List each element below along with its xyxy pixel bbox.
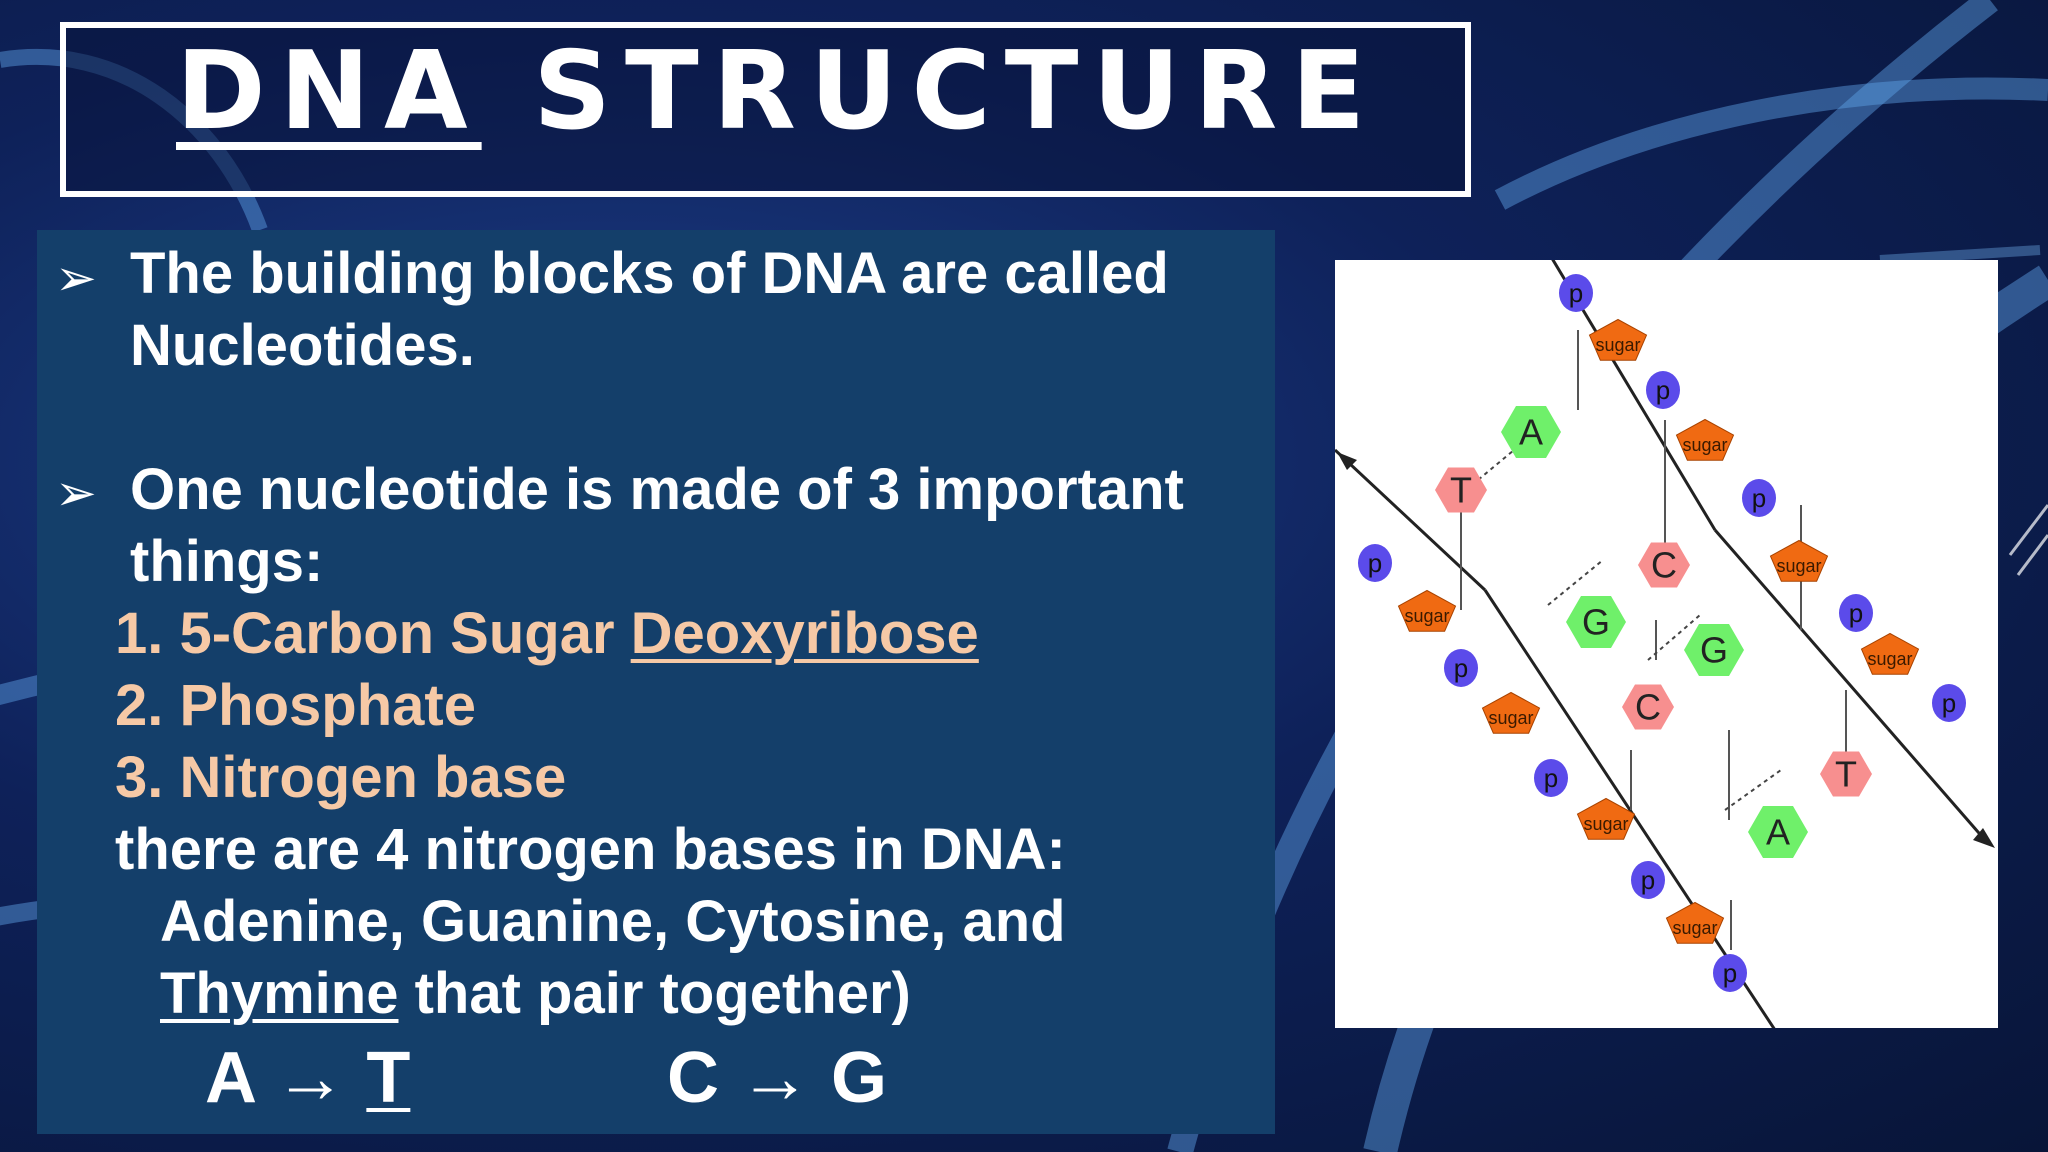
sugar-node [1665, 901, 1725, 944]
content-panel [37, 230, 1275, 1134]
phosphate-node [1534, 759, 1568, 797]
nitrogen-base-label: G [1700, 630, 1728, 671]
bullet-1-line-2: Nucleotides. [130, 313, 475, 378]
dna-diagram-svg: ppppppppppsugarsugarsugarsugarsugarsugar… [1335, 260, 1995, 1028]
nitrogen-base-label: C [1651, 545, 1677, 586]
phosphate-node [1631, 861, 1665, 899]
phosphate-node [1742, 479, 1776, 517]
arrowhead-icon [1337, 452, 1357, 470]
phosphate-label: p [1723, 958, 1737, 988]
phosphate-label: p [1454, 653, 1468, 683]
sugar-node [1860, 632, 1920, 675]
phosphate-label: p [1544, 763, 1558, 793]
component-sugar-label: 1. 5-Carbon Sugar [115, 601, 631, 666]
nitrogen-base-node [1748, 806, 1808, 858]
nitrogen-base-node [1566, 596, 1626, 648]
phosphate-label: p [1368, 548, 1382, 578]
sugar-label: sugar [1404, 606, 1449, 626]
nitrogen-base-label: A [1766, 812, 1790, 853]
phosphate-node [1839, 594, 1873, 632]
sugar-label: sugar [1488, 708, 1533, 728]
bullet-2-line-1: One nucleotide is made of 3 important [130, 457, 1184, 522]
title-frame [60, 22, 1471, 197]
phosphate-node [1358, 544, 1392, 582]
sugar-node [1588, 318, 1648, 361]
right-arrow-icon: → [274, 1038, 347, 1118]
hydrogen-bond [1547, 559, 1604, 606]
nitrogen-base-node [1684, 624, 1744, 676]
phosphate-node [1713, 954, 1747, 992]
component-nitrogen-base: 3. Nitrogen base [115, 745, 567, 810]
pair-a-t-left: A [205, 1038, 255, 1118]
sugar-label: sugar [1867, 649, 1912, 669]
phosphate-label: p [1656, 375, 1670, 405]
component-sugar: 1. 5-Carbon Sugar Deoxyribose [115, 598, 979, 670]
bases-line-3: Thymine that pair together) [160, 958, 911, 1030]
right-arrow-icon: → [739, 1038, 812, 1118]
pair-c-g-right: G [831, 1038, 888, 1118]
sugar-node [1481, 691, 1541, 734]
nitrogen-base-node [1622, 684, 1674, 730]
hydrogen-bond [1647, 614, 1701, 661]
bullet-2-line-2: things: [130, 529, 324, 594]
pair-a-t-right: T [366, 1038, 411, 1118]
title-word-dna: DNA [176, 29, 482, 154]
phosphate-node [1444, 649, 1478, 687]
nitrogen-base-label: T [1450, 470, 1472, 511]
title-word-structure: STRUCTURE [533, 29, 1380, 154]
pair-c-g-left: C [667, 1038, 719, 1118]
nitrogen-base-label: A [1519, 412, 1543, 453]
phosphate-label: p [1641, 865, 1655, 895]
phosphate-label: p [1942, 688, 1956, 718]
nitrogen-base-label: T [1835, 754, 1857, 795]
thymine-link[interactable]: Thymine [160, 961, 399, 1026]
pair-c-g: C → G [667, 1037, 887, 1119]
phosphate-label: p [1569, 278, 1583, 308]
phosphate-label: p [1752, 483, 1766, 513]
sugar-node [1397, 589, 1457, 632]
hydrogen-bond [1724, 769, 1782, 811]
phosphate-label: p [1849, 598, 1863, 628]
nitrogen-base-label: G [1582, 602, 1610, 643]
pair-a-t: A → T [205, 1037, 410, 1119]
bases-line-2: Adenine, Guanine, Cytosine, and [160, 889, 1066, 954]
nitrogen-base-node [1501, 406, 1561, 458]
nitrogen-base-node [1435, 467, 1487, 513]
phosphate-node [1932, 684, 1966, 722]
bullet-1-line-1: The building blocks of DNA are called [130, 241, 1169, 306]
backbone-strand [1713, 529, 1987, 841]
bases-line-3-rest: that pair together) [398, 961, 911, 1026]
sugar-label: sugar [1682, 435, 1727, 455]
arrowhead-icon [1973, 828, 1995, 848]
sugar-label: sugar [1776, 556, 1821, 576]
phosphate-node [1559, 274, 1593, 312]
bullet-arrow-icon: ➢ [55, 465, 97, 521]
nitrogen-base-node [1638, 542, 1690, 588]
bases-line-1: there are 4 nitrogen bases in DNA: [115, 817, 1066, 882]
sugar-label: sugar [1583, 814, 1628, 834]
sugar-node [1675, 418, 1735, 461]
slide-title: DNA STRUCTURE [176, 38, 1379, 146]
nitrogen-base-node [1820, 751, 1872, 797]
component-phosphate: 2. Phosphate [115, 673, 476, 738]
sugar-node [1769, 539, 1829, 582]
sugar-node [1576, 797, 1636, 840]
sugar-label: sugar [1595, 335, 1640, 355]
bullet-arrow-icon: ➢ [55, 250, 97, 306]
nitrogen-base-label: C [1635, 687, 1661, 728]
sugar-label: sugar [1672, 918, 1717, 938]
phosphate-node [1646, 371, 1680, 409]
deoxyribose-link[interactable]: Deoxyribose [630, 601, 979, 666]
